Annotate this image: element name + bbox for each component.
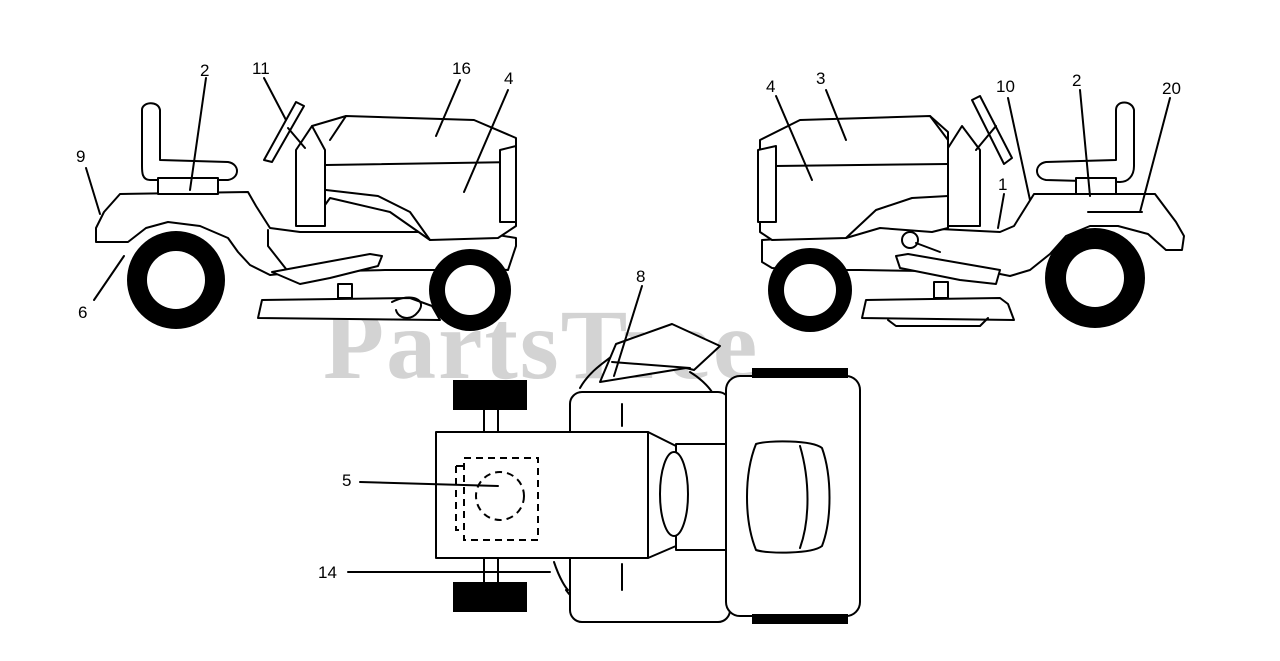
top-left-front-tire (453, 380, 527, 410)
callout-left-16: 16 (452, 59, 471, 78)
left-seat (141, 102, 238, 181)
right-hood (759, 115, 949, 241)
top-steering-wheel (659, 451, 689, 537)
left-footrest (271, 253, 383, 285)
right-fender-body (761, 193, 1185, 277)
top-left-rear-tire (752, 368, 848, 378)
callout-right-3: 3 (816, 69, 825, 88)
right-grille (757, 145, 777, 223)
callout-right-10: 10 (996, 77, 1015, 96)
callout-left-2: 2 (200, 61, 209, 80)
top-right-rear-tire (752, 614, 848, 624)
leader-lines (85, 77, 1171, 573)
callout-left-9: 9 (76, 147, 85, 166)
left-hood (311, 115, 517, 241)
callout-right-20: 20 (1162, 79, 1181, 98)
right-seat (1036, 101, 1135, 183)
right-side-view (757, 95, 1185, 332)
top-seat (746, 440, 831, 554)
top-right-front-tire (453, 582, 527, 612)
callout-top-14: 14 (318, 563, 337, 582)
callout-left-6: 6 (78, 303, 87, 322)
right-ignition-key (901, 231, 919, 249)
callout-top-8: 8 (636, 267, 645, 286)
callout-right-2: 2 (1072, 71, 1081, 90)
right-footrest (895, 253, 1001, 285)
callout-top-5: 5 (342, 471, 351, 490)
callout-left-11: 11 (252, 59, 270, 78)
top-view (435, 323, 861, 624)
left-side-view (95, 101, 517, 331)
callout-right-1: 1 (998, 175, 1007, 194)
callout-labels: 2 11 16 4 9 6 4 3 10 2 20 1 8 5 14 (76, 59, 1181, 582)
callout-left-4: 4 (504, 69, 513, 88)
left-steering-wheel (263, 101, 305, 163)
callout-right-4: 4 (766, 77, 775, 96)
deck-chute (391, 296, 422, 319)
left-grille (499, 145, 517, 223)
